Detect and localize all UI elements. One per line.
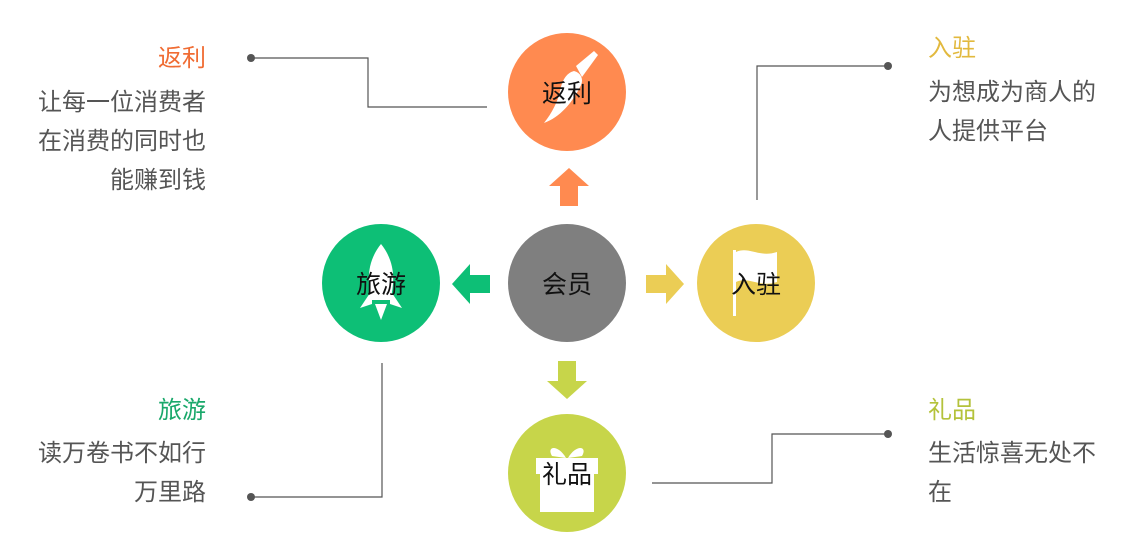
callout-travel-desc: 读万卷书不如行 万里路 [10,434,206,512]
callout-line: 在 [928,478,952,506]
rocket-icon [360,244,402,320]
arrow-left [452,264,490,304]
callout-gift-title: 礼品 [928,396,976,424]
connector-dot [884,430,892,438]
callout-gift-desc: 生活惊喜无处不 在 [928,434,1128,512]
callout-rebate-desc: 让每一位消费者 在消费的同时也 能赚到钱 [10,83,206,200]
node-rebate-label: 返利 [541,79,592,108]
callout-line: 在消费的同时也 [38,127,206,155]
gift-icon [536,448,598,512]
callout-join-desc: 为想成为商人的 人提供平台 [928,73,1128,151]
brush-icon [544,51,598,123]
callout-line: 万里路 [134,478,206,506]
center-label: 会员 [541,270,592,299]
connector-dot [884,62,892,70]
node-gift-label: 礼品 [541,460,592,489]
callout-travel-title: 旅游 [158,396,206,424]
arrow-up [549,168,589,206]
arrow-down [547,361,587,399]
connector-top-right [756,65,888,200]
node-travel-label: 旅游 [355,270,406,299]
node-join: 入驻 [697,224,815,342]
node-rebate: 返利 [508,33,626,151]
callout-rebate-title: 返利 [158,44,206,72]
node-join-label: 入驻 [730,270,781,299]
connector-bottom-right [652,433,888,484]
callout-line: 让每一位消费者 [38,88,206,116]
flag-icon [733,250,777,316]
callout-join-title: 入驻 [928,34,976,62]
node-gift: 礼品 [508,414,626,532]
connector-top-left [251,57,487,108]
connector-bottom-left [251,363,383,498]
callout-line: 生活惊喜无处不 [928,439,1096,467]
arrow-right [646,264,684,304]
callout-line: 人提供平台 [928,117,1048,145]
callout-line: 读万卷书不如行 [38,439,206,467]
callout-line: 为想成为商人的 [928,78,1096,106]
callout-line: 能赚到钱 [110,166,206,194]
center-circle-member: 会员 [508,224,626,342]
connector-dot [247,493,255,501]
connector-dot [247,54,255,62]
node-travel: 旅游 [322,224,440,342]
